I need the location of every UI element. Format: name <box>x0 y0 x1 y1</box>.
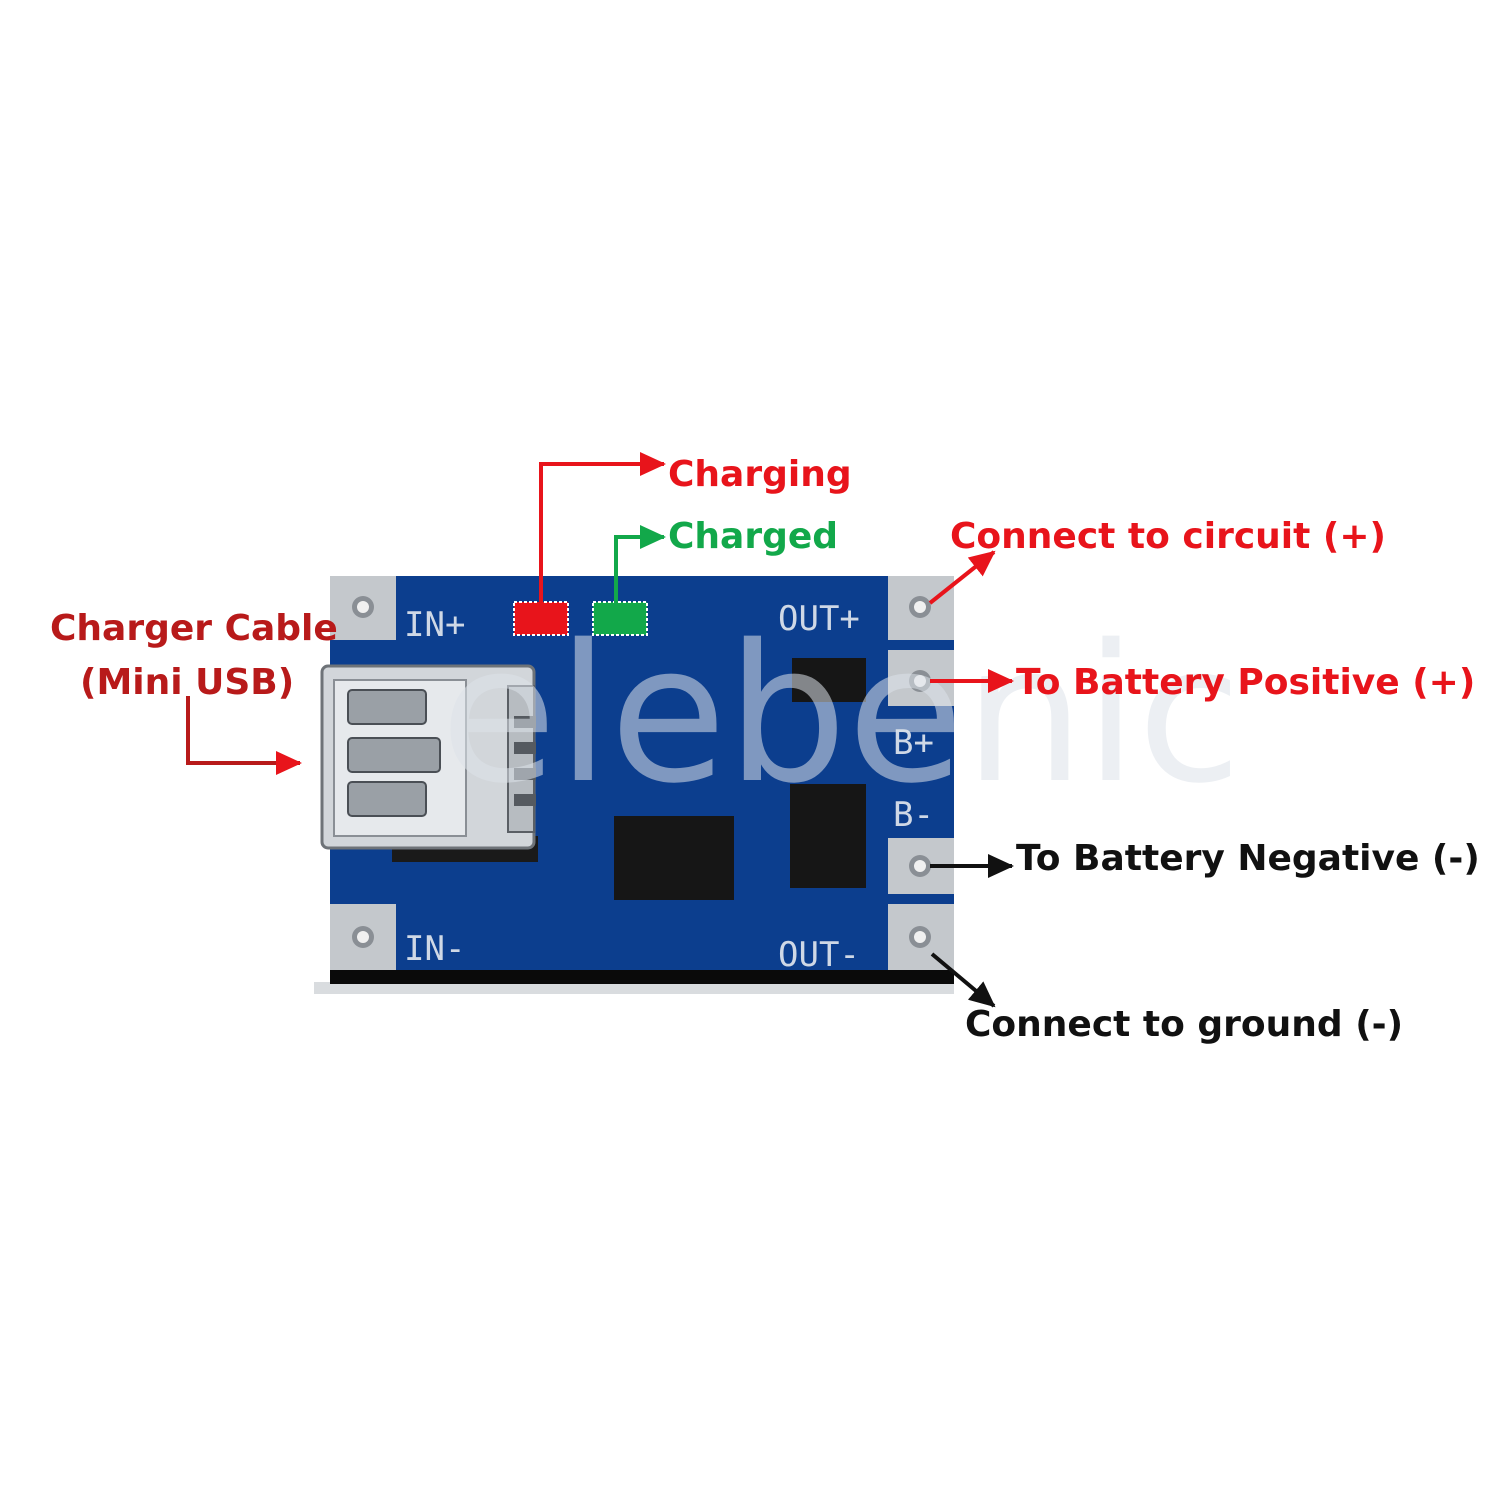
watermark-text: elebenic <box>440 604 1242 825</box>
chip-charger-ic <box>614 816 734 900</box>
label-charging: Charging <box>668 454 852 495</box>
chip-small <box>792 658 866 702</box>
arrow-charger-cable <box>186 696 302 775</box>
arrow-charging <box>539 452 666 606</box>
label-battery-positive: To Battery Positive (+) <box>1016 662 1475 703</box>
label-battery-negative: To Battery Negative (-) <box>1016 838 1480 879</box>
pad-in-plus <box>330 576 396 640</box>
label-mini-usb: (Mini USB) <box>80 662 294 703</box>
label-connect-ground: Connect to ground (-) <box>965 1004 1403 1045</box>
pad-b-plus <box>888 650 954 706</box>
silk-in-plus: IN+ <box>404 605 465 645</box>
pad-out-minus <box>888 904 954 970</box>
pad-in-minus <box>330 904 396 970</box>
label-charger-cable: Charger Cable <box>50 608 338 649</box>
silk-b-minus: B- <box>893 795 934 835</box>
arrow-connect-circuit <box>928 550 996 605</box>
silk-in-minus: IN- <box>404 929 465 969</box>
arrow-connect-ground <box>930 952 996 1008</box>
led-charged <box>592 601 648 636</box>
led-charging <box>513 601 569 636</box>
mini-usb-connector <box>320 664 538 862</box>
silk-b-plus: B+ <box>893 723 934 763</box>
chip-mosfet <box>790 784 866 888</box>
arrow-charged <box>614 525 666 606</box>
silk-out-minus: OUT- <box>778 935 860 975</box>
pad-out-plus <box>888 576 954 640</box>
label-connect-circuit: Connect to circuit (+) <box>950 516 1386 557</box>
label-charged: Charged <box>668 516 838 557</box>
silk-out-plus: OUT+ <box>778 599 860 639</box>
